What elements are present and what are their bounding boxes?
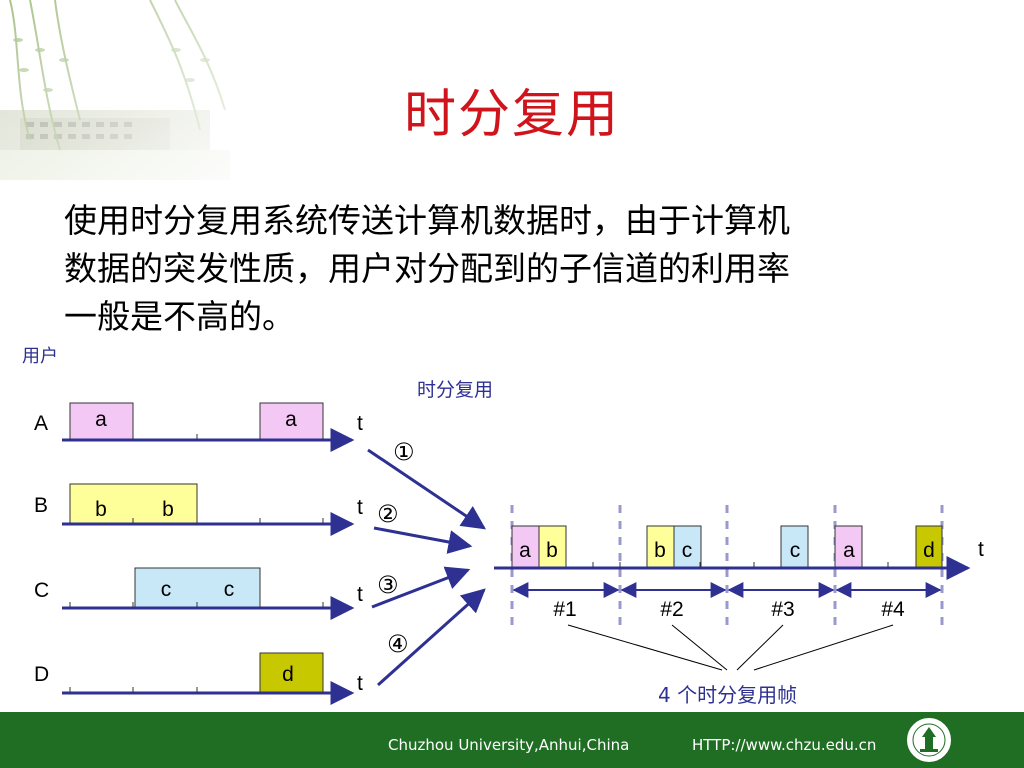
channel-number: ④ (387, 630, 409, 658)
multiplexed-ticks (592, 562, 917, 568)
footer-url: HTTP://www.chzu.edu.cn (692, 736, 877, 754)
user-c-block-label: c (161, 578, 172, 601)
body-line: 使用时分复用系统传送计算机数据时，由于计算机 (64, 201, 790, 240)
slot-label: a (519, 539, 531, 562)
channel-number: ② (377, 500, 399, 528)
slot-label: b (546, 539, 558, 562)
channel-number: ① (393, 438, 415, 466)
slide-title: 时分复用 (403, 85, 620, 145)
tdm-diagram: 用户 时分复用 A a a t B b b t C c c t D d t (22, 346, 984, 707)
footer-university: Chuzhou University,Anhui,China (388, 736, 630, 754)
willow-building-decoration (0, 0, 260, 200)
user-d-ticks (69, 687, 324, 693)
frame-label: #3 (771, 598, 794, 621)
frame-dividers (510, 505, 944, 625)
time-axis-label: t (357, 412, 363, 435)
time-axis-label: t (357, 583, 363, 606)
user-b-block-label: b (162, 498, 174, 521)
user-d-block-label: d (282, 663, 294, 686)
frame-caption: 4 个时分复用帧 (658, 683, 797, 707)
channel-number: ③ (377, 571, 399, 599)
footer-bar: Chuzhou University,Anhui,China HTTP://ww… (0, 712, 1024, 768)
slide-body-text: 使用时分复用系统传送计算机数据时，由于计算机 数据的突发性质，用户对分配到的子信… (64, 197, 944, 341)
users-label: 用户 (22, 346, 58, 367)
slot-label: c (790, 539, 801, 562)
user-label-d: D (34, 663, 49, 686)
caption-pointers (567, 624, 894, 671)
slot-a (834, 525, 863, 569)
user-b-ticks (69, 518, 324, 524)
user-label-a: A (34, 412, 48, 435)
body-line: 数据的突发性质，用户对分配到的子信道的利用率 (64, 249, 790, 288)
channel-arrow-2 (373, 526, 473, 554)
slot-label: c (682, 539, 693, 562)
slot-label: a (843, 539, 855, 562)
user-a-block-label: a (95, 408, 107, 431)
slot-d (915, 525, 943, 569)
user-label-b: B (34, 494, 48, 517)
frame-label: #2 (660, 598, 683, 621)
user-c-ticks (69, 602, 324, 608)
channel-arrow-3 (371, 566, 471, 609)
channel-arrow-1 (367, 448, 486, 530)
university-seal-logo (905, 716, 953, 764)
slot-c (673, 525, 702, 569)
channel-arrow-4 (376, 588, 486, 687)
frame-label: #1 (553, 598, 576, 621)
time-axis-label: t (357, 496, 363, 519)
user-d-block (259, 652, 324, 694)
time-axis-label: t (357, 672, 363, 695)
user-label-c: C (34, 579, 49, 602)
user-a-block-label: a (285, 408, 297, 431)
time-axis-label: t (978, 538, 984, 561)
body-line: 一般是不高的。 (64, 297, 295, 336)
user-b-block (69, 483, 198, 525)
user-a-block (69, 402, 134, 441)
user-c-block-label: c (224, 578, 235, 601)
tdm-label: 时分复用 (417, 379, 493, 401)
slot-label: d (923, 539, 935, 562)
user-a-ticks (69, 434, 324, 440)
slot-label: b (654, 539, 666, 562)
user-b-block-label: b (95, 498, 107, 521)
frame-label: #4 (881, 598, 905, 621)
